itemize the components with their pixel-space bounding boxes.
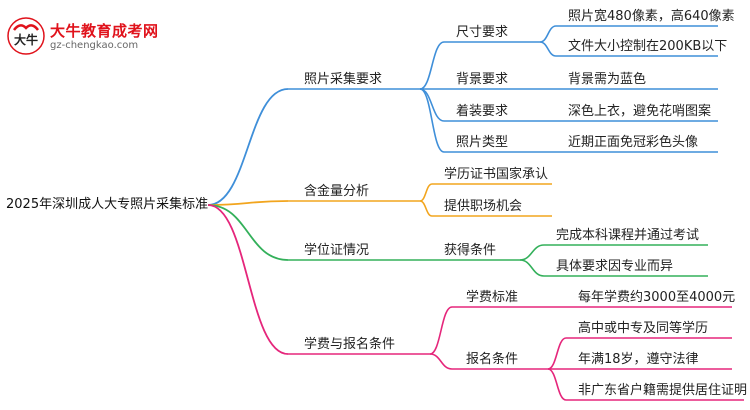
link-photo-dress bbox=[419, 88, 445, 122]
node-tuition-standard: 学费标准 bbox=[466, 290, 519, 305]
branch-tuition-enrollment: 学费与报名条件 bbox=[304, 337, 396, 352]
node-dress-requirement: 着装要求 bbox=[456, 104, 509, 119]
leaf-age-requirement: 年满18岁，遵守法律 bbox=[578, 352, 699, 367]
link-value-recognition bbox=[419, 183, 433, 202]
link-root-degree bbox=[207, 204, 289, 261]
link-photo-type bbox=[419, 88, 445, 153]
branch-photo-requirements: 照片采集要求 bbox=[304, 72, 383, 87]
mindmap-root: 2025年深圳成人大专照片采集标准 bbox=[6, 197, 209, 212]
link-root-value bbox=[207, 200, 289, 206]
node-photo-type: 照片类型 bbox=[456, 135, 509, 150]
site-title: 大牛教育成考网 bbox=[50, 22, 159, 40]
link-root-tuition bbox=[207, 204, 289, 355]
leaf-photo-dimensions: 照片宽480像素，高640像素 bbox=[568, 9, 735, 24]
link-enroll-education bbox=[547, 337, 567, 370]
leaf-tuition-amount: 每年学费约3000至4000元 bbox=[578, 290, 736, 305]
site-url: gz-chengkao.com bbox=[50, 40, 139, 51]
bull-logo-icon: 大牛 bbox=[7, 17, 45, 55]
leaf-residence-proof: 非广东省户籍需提供居住证明 bbox=[578, 383, 748, 398]
link-conditions-courses bbox=[519, 244, 545, 261]
leaf-education-level: 高中或中专及同等学历 bbox=[578, 321, 709, 336]
link-root-photo bbox=[207, 88, 289, 206]
leaf-complete-courses: 完成本科课程并通过考试 bbox=[556, 228, 700, 243]
node-enrollment-conditions: 报名条件 bbox=[466, 352, 519, 367]
branch-value-analysis: 含金量分析 bbox=[304, 184, 370, 199]
link-enroll-residence bbox=[547, 368, 567, 401]
node-size-requirement: 尺寸要求 bbox=[456, 25, 509, 40]
node-national-recognition: 学历证书国家承认 bbox=[444, 167, 549, 182]
logo-glyph: 大牛 bbox=[14, 32, 38, 47]
branch-degree-status: 学位证情况 bbox=[304, 243, 370, 258]
link-conditions-major bbox=[519, 259, 545, 277]
node-background-requirement: 背景要求 bbox=[456, 72, 509, 87]
link-value-career bbox=[419, 200, 433, 217]
link-size-filesize bbox=[539, 41, 557, 57]
link-size-dimensions bbox=[539, 25, 557, 43]
leaf-dark-top: 深色上衣，避免花哨图案 bbox=[568, 104, 712, 119]
link-photo-size bbox=[419, 41, 445, 90]
node-degree-conditions: 获得条件 bbox=[444, 243, 497, 258]
link-tuition-enrollment bbox=[429, 353, 453, 370]
leaf-blue-background: 背景需为蓝色 bbox=[568, 72, 647, 87]
leaf-file-size: 文件大小控制在200KB以下 bbox=[568, 39, 728, 54]
site-logo[interactable]: 大牛 大牛教育成考网 gz-chengkao.com bbox=[6, 14, 166, 58]
link-tuition-standard bbox=[429, 306, 453, 355]
leaf-major-specific: 具体要求因专业而异 bbox=[556, 259, 674, 274]
node-career-opportunity: 提供职场机会 bbox=[444, 199, 523, 214]
leaf-recent-photo: 近期正面免冠彩色头像 bbox=[568, 135, 699, 150]
